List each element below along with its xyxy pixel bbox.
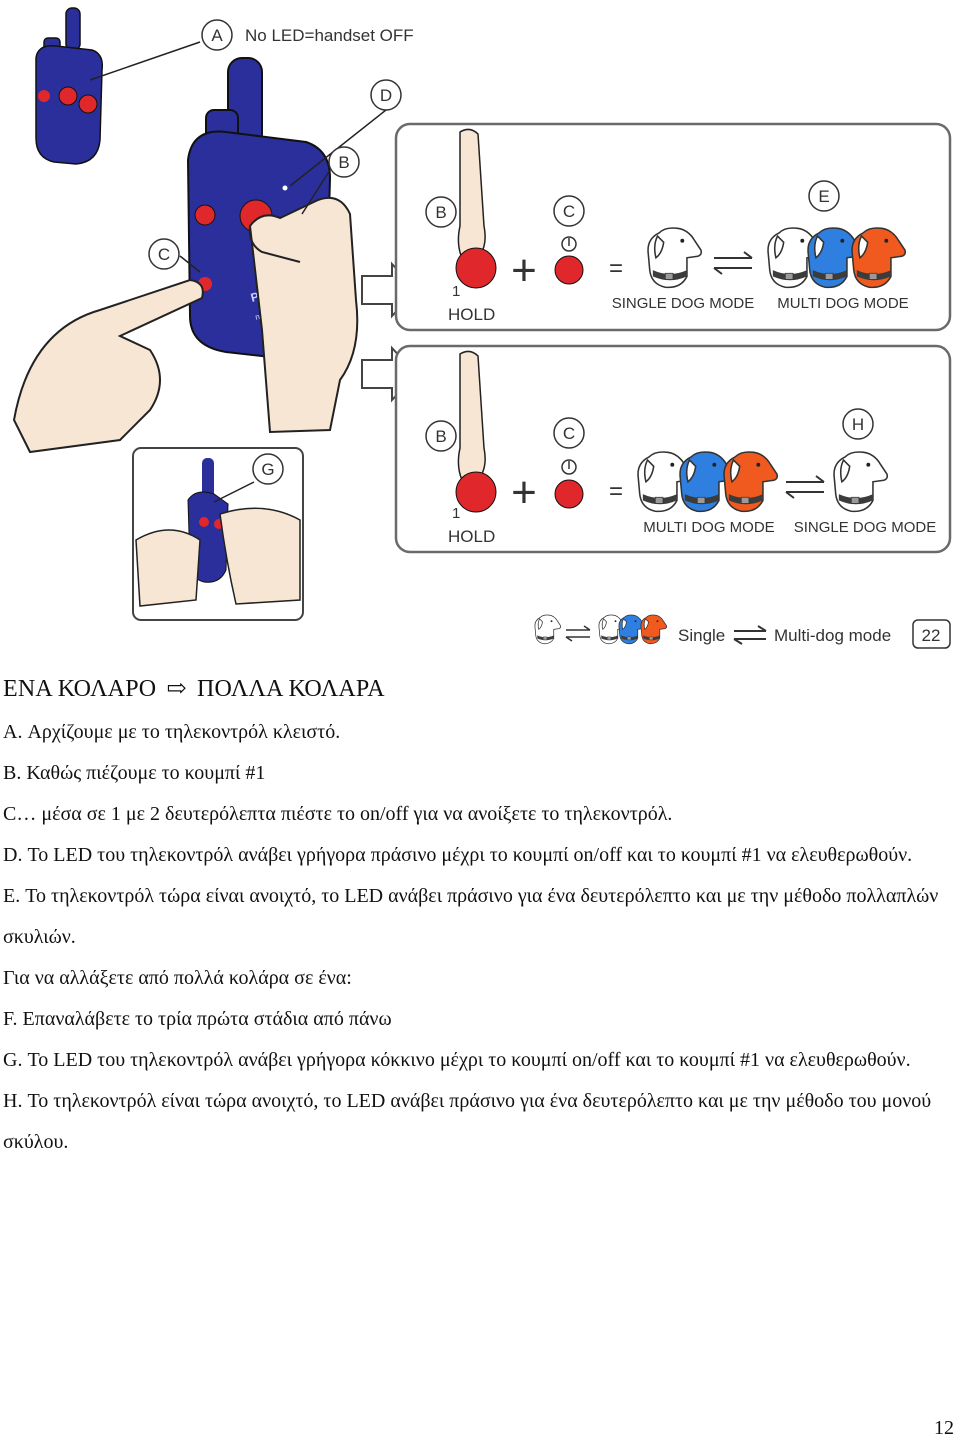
section-heading: ΕΝΑ ΚΟΛΑΡΟ ⇨ ΠΟΛΛΑ ΚΟΛΑΡΑ bbox=[3, 672, 953, 706]
hand-pressing-button bbox=[248, 196, 359, 434]
mode-legend: Single Multi-dog mode 22 bbox=[534, 614, 951, 649]
svg-text:HOLD: HOLD bbox=[448, 527, 495, 546]
paragraph-g: G. Το LED του τηλεκοντρόλ ανάβει γρήγορα… bbox=[3, 1049, 911, 1071]
svg-text:H: H bbox=[852, 415, 864, 434]
svg-text:HOLD: HOLD bbox=[448, 305, 495, 324]
callout-h: H bbox=[842, 408, 874, 440]
paragraph-switch-intro: Για να αλλάξετε από πολλά κολάρα σε ένα: bbox=[3, 967, 352, 989]
svg-text:MULTI DOG MODE: MULTI DOG MODE bbox=[777, 295, 908, 312]
callout-b-bottom: B bbox=[425, 420, 457, 452]
paragraph-a: A. Αρχίζουμε με το τηλεκοντρόλ κλειστό. bbox=[3, 721, 341, 743]
svg-text:No LED=handset OFF: No LED=handset OFF bbox=[245, 26, 414, 45]
paragraph-d: D. Το LED του τηλεκοντρόλ ανάβει γρήγορα… bbox=[3, 844, 913, 866]
svg-text:1: 1 bbox=[452, 505, 460, 522]
svg-text:=: = bbox=[609, 255, 623, 282]
callout-a: A No LED=handset OFF bbox=[201, 19, 414, 51]
paragraph-f: F. Επαναλάβετε το τρία πρώτα στάδια από … bbox=[3, 1008, 392, 1030]
heading-right: ΠΟΛΛΑ ΚΟΛΑΡΑ bbox=[197, 676, 385, 702]
svg-text:B: B bbox=[435, 427, 446, 446]
svg-text:+: + bbox=[511, 468, 537, 517]
callout-g: G bbox=[252, 453, 284, 485]
arrow-icon: ⇨ bbox=[166, 676, 187, 702]
svg-text:Single: Single bbox=[678, 626, 725, 645]
instructions-text: ΕΝΑ ΚΟΛΑΡΟ ⇨ ΠΟΛΛΑ ΚΟΛΑΡΑ A. Αρχίζουμε μ… bbox=[3, 672, 953, 1163]
bottom-panel-multi-to-single: 1 HOLD + = MULTI DOG MODE SINGLE DOG MOD… bbox=[394, 344, 952, 554]
svg-text:22: 22 bbox=[922, 626, 941, 645]
svg-text:=: = bbox=[609, 478, 623, 505]
svg-text:B: B bbox=[435, 203, 446, 222]
svg-text:+: + bbox=[511, 246, 537, 295]
heading-left: ΕΝΑ ΚΟΛΑΡΟ bbox=[3, 676, 157, 702]
svg-text:A: A bbox=[211, 26, 223, 45]
svg-text:C: C bbox=[563, 202, 575, 221]
page-number: 12 bbox=[934, 1417, 954, 1439]
top-panel-single-to-multi: 1 HOLD + = SINGLE DOG MODE MULTI DOG MOD… bbox=[394, 122, 952, 332]
svg-text:D: D bbox=[380, 86, 392, 105]
svg-text:C: C bbox=[563, 424, 575, 443]
svg-text:SINGLE DOG MODE: SINGLE DOG MODE bbox=[612, 295, 755, 312]
svg-text:E: E bbox=[818, 187, 829, 206]
callout-b-remote: B bbox=[301, 146, 360, 215]
svg-text:Multi-dog mode: Multi-dog mode bbox=[774, 626, 891, 645]
hand-pressing-onoff bbox=[12, 278, 204, 454]
svg-text:1: 1 bbox=[452, 283, 460, 300]
instruction-figure: A No LED=handset OFF PAC nDXT D B C bbox=[0, 0, 960, 660]
callout-c-remote: C bbox=[148, 238, 201, 273]
small-remote-a bbox=[35, 7, 201, 165]
paragraph-e: E. Το τηλεκοντρόλ τώρα είναι ανοιχτό, το… bbox=[3, 885, 939, 948]
svg-text:SINGLE DOG MODE: SINGLE DOG MODE bbox=[794, 519, 937, 536]
paragraph-h: H. Το τηλεκοντρόλ είναι τώρα ανοιχτό, το… bbox=[3, 1090, 932, 1153]
inset-panel-g bbox=[132, 447, 304, 621]
callout-c-top: C bbox=[553, 195, 585, 227]
callout-b-top: B bbox=[425, 196, 457, 228]
callout-e: E bbox=[808, 180, 840, 212]
callout-c-bottom: C bbox=[553, 417, 585, 449]
svg-text:C: C bbox=[158, 245, 170, 264]
paragraph-b: B. Καθώς πιέζουμε το κουμπί #1 bbox=[3, 762, 266, 784]
svg-text:B: B bbox=[338, 153, 349, 172]
svg-text:MULTI DOG MODE: MULTI DOG MODE bbox=[643, 519, 774, 536]
paragraph-c: C… μέσα σε 1 με 2 δευτερόλεπτα πιέστε το… bbox=[3, 803, 673, 825]
svg-text:G: G bbox=[261, 460, 274, 479]
